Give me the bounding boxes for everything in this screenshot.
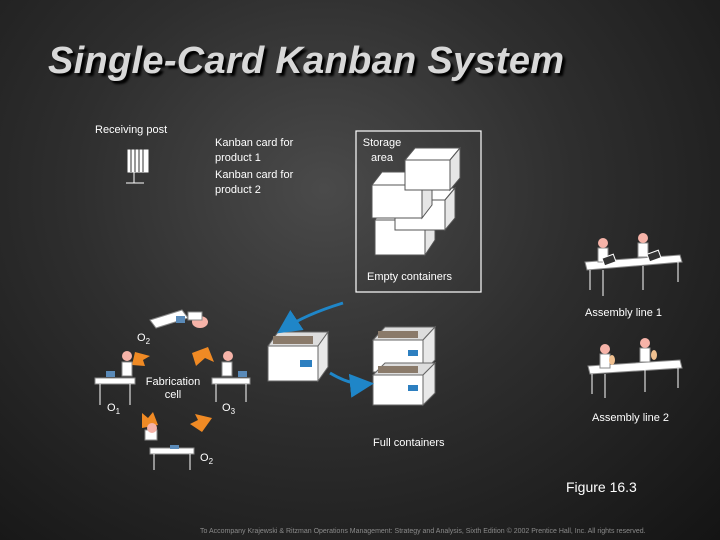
full-containers-stack <box>371 325 437 407</box>
operation-o1: O1 <box>107 402 121 417</box>
page-title: Single-Card Kanban System <box>48 40 565 82</box>
assembly-line-2-label: Assembly line 2 <box>592 412 670 424</box>
receiving-post-icon <box>126 146 149 184</box>
kanban-card-product-1-label: Kanban card for product 1 <box>215 137 294 164</box>
empty-containers-label: Empty containers <box>367 271 452 283</box>
kanban-card-product-2-label: Kanban card for product 2 <box>215 169 294 196</box>
operation-o3: O3 <box>222 402 236 417</box>
receiving-post-label: Receiving post <box>95 124 168 136</box>
arrow-fabrication-to-full <box>329 371 374 398</box>
footer-copyright: To Accompany Krajewski & Ritzman Operati… <box>200 528 646 535</box>
arrow-empty-to-fabrication <box>277 301 344 334</box>
fabrication-output-containers <box>267 330 329 383</box>
assembly-line-1-label: Assembly line 1 <box>585 307 663 319</box>
worker-o1-icon <box>94 351 136 405</box>
operation-o2-top: O2 <box>137 332 151 347</box>
assembly-line-2-icon <box>587 338 683 398</box>
worker-o2-bottom-icon <box>144 423 195 470</box>
empty-containers-stack <box>370 146 462 257</box>
worker-o2-top-icon <box>149 309 208 329</box>
figure-number: Figure 16.3 <box>566 479 637 495</box>
storage-area-label: Storage area <box>362 137 402 164</box>
fabrication-cycle-arrows <box>132 347 214 432</box>
assembly-line-1-icon <box>584 233 683 296</box>
worker-o3-icon <box>211 351 251 402</box>
storage-area-box <box>355 130 482 293</box>
operation-o2-bottom: O2 <box>200 452 214 467</box>
fabrication-cell-label: Fabrication cell <box>145 376 201 401</box>
full-containers-label: Full containers <box>373 437 445 449</box>
